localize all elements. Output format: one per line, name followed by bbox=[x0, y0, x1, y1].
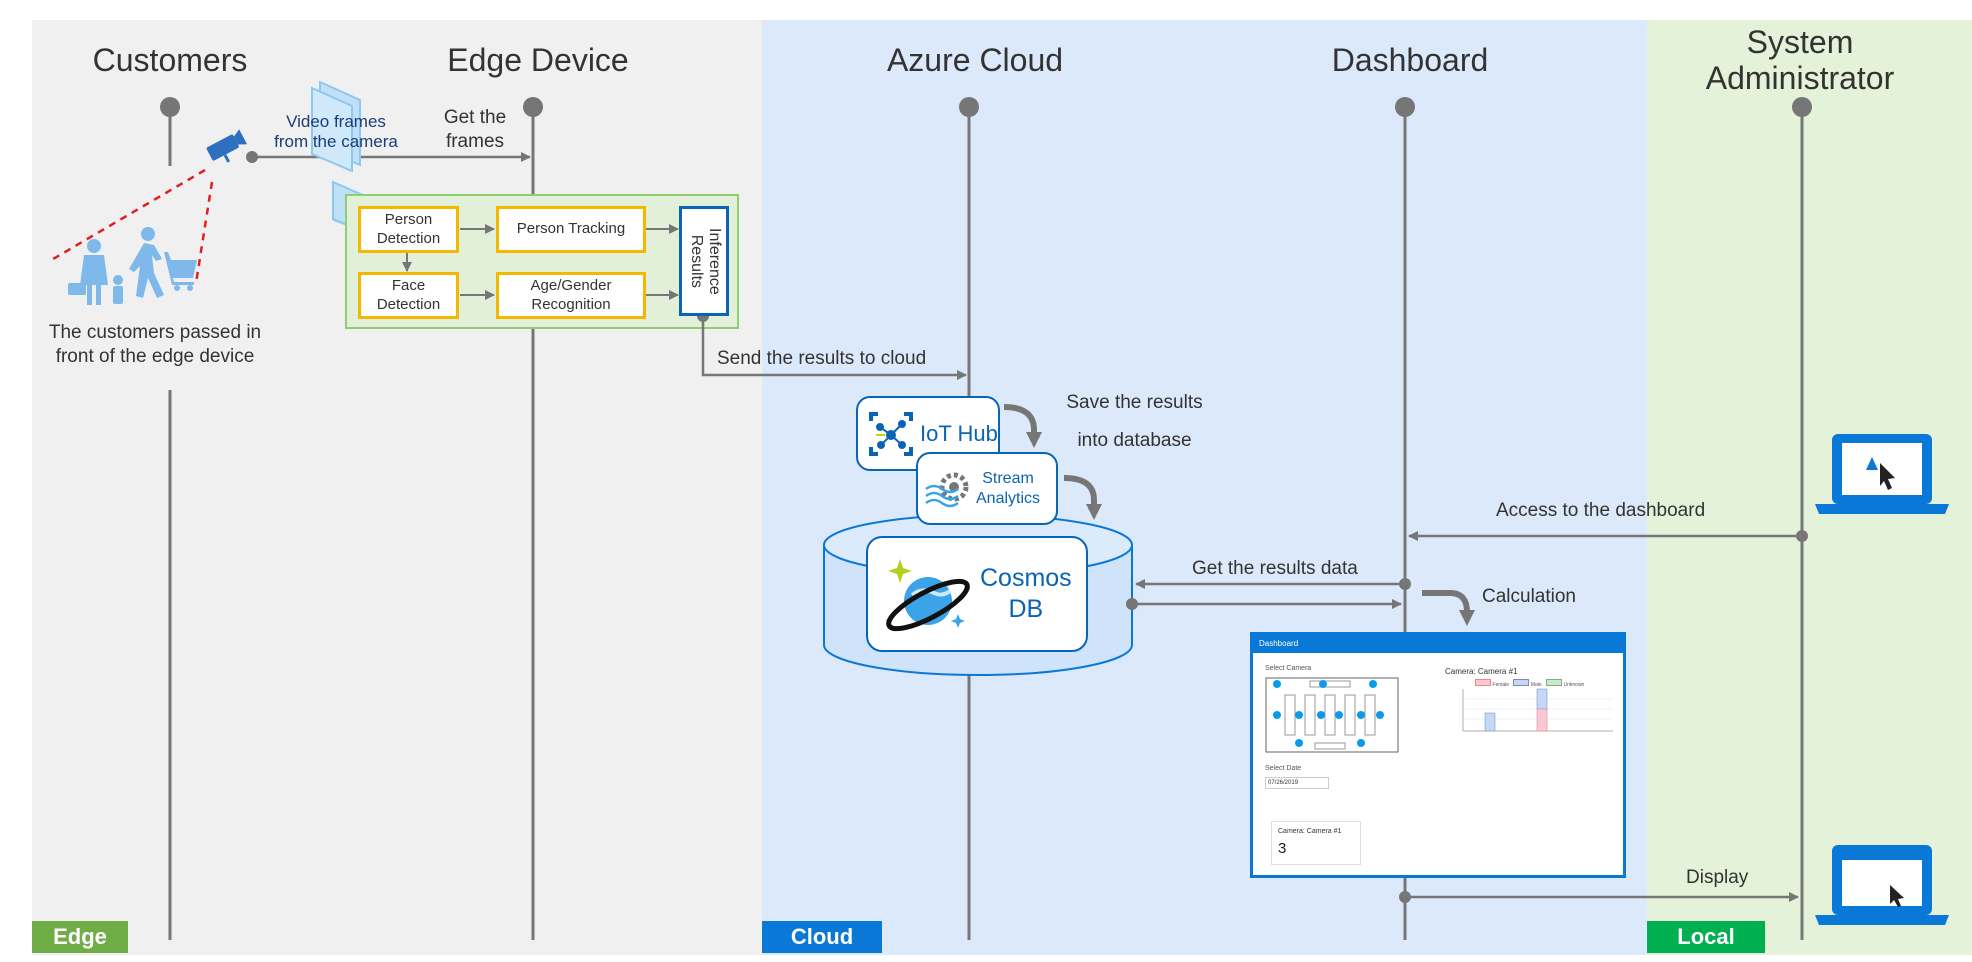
dashboard-preview-title: Dashboard bbox=[1259, 639, 1299, 648]
stream-analytics-line1: Stream bbox=[982, 469, 1034, 487]
cosmos-db-service: Cosmos DB bbox=[866, 536, 1088, 652]
arrow-save-results-1 bbox=[1003, 404, 1042, 448]
zone-tag-local: Local bbox=[1647, 921, 1765, 953]
arrow-save-results-2 bbox=[1063, 475, 1102, 520]
laptop-access-icon bbox=[1815, 434, 1949, 514]
face-detection-line2: Detection bbox=[376, 295, 441, 313]
cosmos-db-icon bbox=[886, 559, 970, 632]
label-access-dashboard: Access to the dashboard bbox=[1496, 500, 1706, 521]
iot-hub-label: IoT Hub bbox=[920, 420, 998, 446]
arrow-get-results-data bbox=[1135, 578, 1411, 590]
dashboard-preview-header: Dashboard bbox=[1253, 635, 1623, 653]
label-video-frames-1: Video frames bbox=[286, 112, 386, 131]
dashboard-count-card-title: Camera: Camera #1 bbox=[1278, 828, 1342, 835]
dashboard-preview: Dashboard Select Camera Camera: Camera #… bbox=[1250, 632, 1626, 878]
lane-title-dashboard: Dashboard bbox=[1331, 42, 1489, 78]
inference-results-box: Inference Results bbox=[679, 206, 729, 316]
stream-analytics-service: Stream Analytics bbox=[916, 452, 1058, 525]
zone-tag-cloud: Cloud bbox=[762, 921, 882, 953]
arrow-return-results-data bbox=[1126, 598, 1402, 610]
zone-tag-cloud-label: Cloud bbox=[790, 924, 854, 949]
person-detection-line1: Person bbox=[384, 210, 433, 228]
lane-title-azure-cloud: Azure Cloud bbox=[886, 42, 1064, 78]
lifeline-customers bbox=[160, 97, 180, 940]
person-tracking-box: Person Tracking bbox=[496, 206, 646, 253]
label-get-frames-1: Get the bbox=[443, 107, 507, 128]
zone-tag-edge: Edge bbox=[32, 921, 128, 953]
dashboard-date-value: 07/26/2019 bbox=[1268, 780, 1299, 786]
label-calculation: Calculation bbox=[1482, 586, 1576, 607]
edge-zone-background bbox=[32, 20, 762, 955]
dashboard-select-date-label: Select Date bbox=[1265, 765, 1302, 772]
label-save-results-2: into database bbox=[1077, 430, 1192, 451]
stream-analytics-icon bbox=[925, 472, 969, 507]
camera-floor-map bbox=[1265, 677, 1399, 753]
dashboard-count-card: Camera: Camera #1 3 bbox=[1271, 821, 1361, 865]
arrow-calculation bbox=[1422, 590, 1475, 626]
face-detection-line1: Face bbox=[391, 276, 426, 294]
label-customers-passed-2: front of the edge device bbox=[55, 346, 255, 367]
legend-unknown: Unknown bbox=[1563, 682, 1585, 688]
zone-tag-local-label: Local bbox=[1677, 924, 1735, 949]
inference-results-line2: Results bbox=[687, 234, 704, 288]
label-get-results-data: Get the results data bbox=[1192, 558, 1358, 579]
dashboard-select-camera-label: Select Camera bbox=[1265, 665, 1312, 672]
lane-title-customers: Customers bbox=[92, 42, 248, 78]
arrow-access-dashboard bbox=[1408, 530, 1808, 542]
dashboard-mini-chart bbox=[1462, 688, 1613, 732]
label-customers-passed-1: The customers passed in bbox=[48, 322, 262, 343]
dashboard-chart-legend: Female Male Unknown bbox=[1475, 679, 1584, 688]
camera-icon bbox=[206, 129, 248, 163]
lane-title-system-admin-1: System bbox=[1746, 24, 1854, 60]
dashboard-count-value: 3 bbox=[1278, 840, 1287, 857]
pipeline-arrows bbox=[402, 224, 679, 300]
label-display: Display bbox=[1686, 867, 1749, 888]
dashboard-date-input: 07/26/2019 bbox=[1265, 777, 1329, 789]
arrow-get-frames bbox=[246, 151, 531, 163]
person-detection-line2: Detection bbox=[376, 229, 441, 247]
arrow-display bbox=[1399, 891, 1799, 903]
label-send-results: Send the results to cloud bbox=[717, 348, 927, 369]
lane-title-edge-device: Edge Device bbox=[447, 42, 629, 78]
person-tracking-label: Person Tracking bbox=[516, 220, 626, 238]
cosmos-db-line1: Cosmos bbox=[980, 563, 1072, 592]
legend-male: Male bbox=[1530, 682, 1542, 688]
age-gender-line2: Recognition bbox=[531, 295, 611, 313]
legend-female: Female bbox=[1492, 682, 1510, 688]
age-gender-line1: Age/Gender bbox=[530, 276, 612, 294]
label-get-frames-2: frames bbox=[445, 131, 505, 152]
iot-hub-icon bbox=[869, 411, 913, 456]
label-video-frames-2: from the camera bbox=[274, 132, 398, 151]
cosmos-db-line2: DB bbox=[1008, 595, 1044, 623]
zone-tag-edge-label: Edge bbox=[53, 924, 107, 949]
laptop-display-icon bbox=[1815, 845, 1949, 925]
lifeline-system-admin bbox=[1792, 97, 1812, 940]
label-save-results-1: Save the results bbox=[1066, 392, 1203, 413]
shoppers-icon bbox=[68, 227, 197, 305]
lane-title-system-admin-2: Administrator bbox=[1705, 60, 1895, 96]
dashboard-chart-title: Camera: Camera #1 bbox=[1445, 667, 1518, 676]
camera-view-cone bbox=[47, 168, 214, 284]
inference-results-line1: Inference bbox=[705, 227, 723, 295]
stream-analytics-line2: Analytics bbox=[976, 489, 1041, 507]
